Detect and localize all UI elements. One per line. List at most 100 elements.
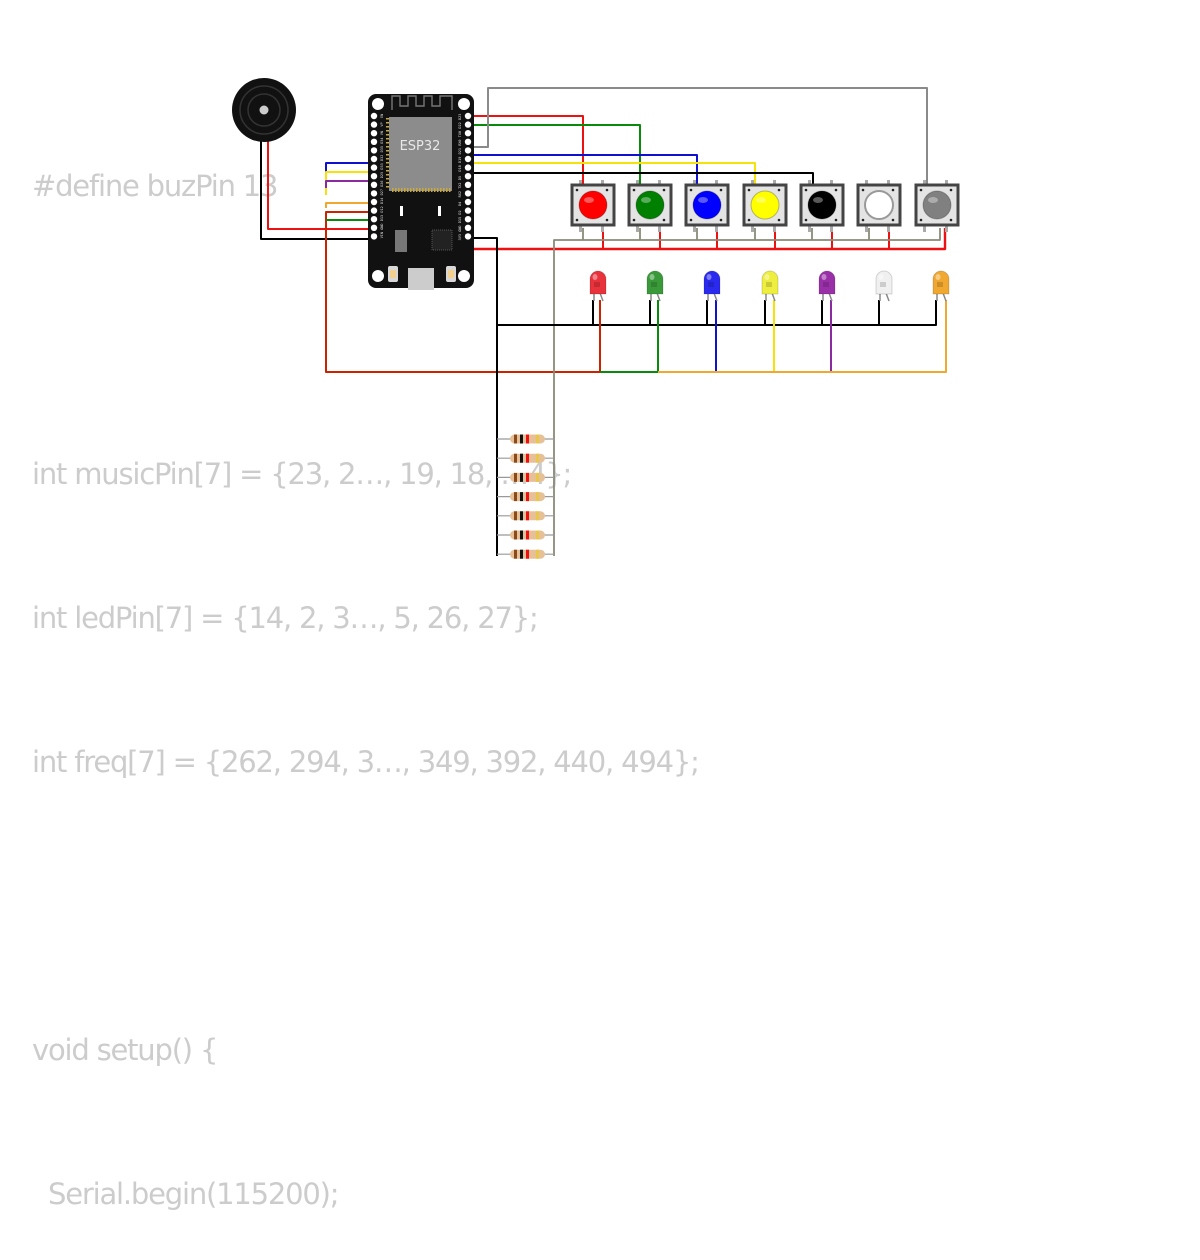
pushbutton-red[interactable] [570,180,616,232]
pin-right-D4[interactable] [464,198,472,206]
pin-left-D12[interactable] [370,207,378,214]
pin-left-VIN[interactable] [370,233,378,240]
button-cap[interactable] [807,190,837,220]
button-leg [773,224,776,232]
button-cap[interactable] [922,190,952,220]
pin-left-D27[interactable] [370,190,378,197]
resistor[interactable] [497,530,554,540]
pin-left-VP[interactable] [370,121,378,128]
button-corner [949,188,953,192]
pin-label: D15 [458,217,462,223]
button-corner [632,188,636,192]
resistor-band [514,549,517,559]
button-leg [751,224,754,232]
pin-right-D23[interactable] [464,112,472,120]
pin-right-D21[interactable] [464,147,472,154]
button-corner [575,188,579,192]
module-pad [386,146,389,148]
led-white[interactable] [875,270,893,302]
pushbutton-green[interactable] [627,180,673,232]
pin-left-D14[interactable] [370,198,378,206]
button-corner [662,218,666,222]
button-leg [945,224,948,232]
resistor-band [526,434,529,444]
resistor-band [536,511,539,521]
pin-left-D35[interactable] [370,147,378,154]
resistor-band [536,453,539,463]
button-cap[interactable] [578,190,608,220]
button-cap[interactable] [635,190,665,220]
pin-label: D32 [380,155,384,161]
wire [470,87,928,185]
pin-left-D26[interactable] [370,181,378,188]
pin-label: D34 [380,137,384,143]
pin-left-D33[interactable] [370,164,378,171]
module-pad [386,166,389,168]
button-corner [834,188,838,192]
led-shine [935,274,941,280]
pushbutton-black[interactable] [799,180,845,232]
pin-right-D19[interactable] [464,155,472,163]
pin-label: TX0 [458,131,462,137]
module-pad [386,118,389,120]
pushbutton-blue[interactable] [684,180,730,232]
button-corner [804,188,808,192]
button-cap[interactable] [864,190,894,220]
button-cap[interactable] [692,190,722,220]
resistor[interactable] [497,492,554,502]
resistor-band [520,453,523,463]
resistor[interactable] [497,472,554,482]
module-pad [449,188,451,192]
code-line: Serial.begin(115200); [32,1177,339,1211]
led-red[interactable] [589,270,607,302]
pin-left-D25[interactable] [370,173,378,180]
pushbutton-yellow[interactable] [742,180,788,232]
resistor[interactable] [497,511,554,521]
pin-label: VN [380,131,384,135]
pin-right-D22[interactable] [464,121,472,128]
wire [325,202,372,208]
buzzer[interactable] [232,78,296,142]
pin-left-EN[interactable] [370,112,378,120]
button-shine [584,197,594,203]
led-blue[interactable] [703,270,721,302]
pin-right-RX0[interactable] [464,138,472,145]
button-leg [636,224,639,232]
resistor[interactable] [497,453,554,463]
resistor[interactable] [497,434,554,444]
pushbutton-gray[interactable] [914,180,960,232]
wire [470,124,641,185]
pin-right-D18[interactable] [464,164,472,171]
pushbutton-white[interactable] [856,180,902,232]
button-corner [719,218,723,222]
pin-right-TX0[interactable] [464,130,472,137]
pin-left-D34[interactable] [370,138,378,145]
pin-right-D15[interactable] [464,216,472,223]
pin-left-VN[interactable] [370,130,378,137]
resistor[interactable] [497,549,554,559]
button-shine [813,197,823,203]
resistor-band [514,492,517,502]
button-leg [887,224,890,232]
wire [470,237,498,556]
pin-right-RX2[interactable] [464,190,472,197]
pin-right-D2[interactable] [464,207,472,214]
module-pad [386,178,389,180]
pin-left-D13[interactable] [370,216,378,223]
led-green[interactable] [646,270,664,302]
pin-left-GND[interactable] [370,224,378,231]
led-orange[interactable] [932,270,950,302]
pin-right-3V3[interactable] [464,233,472,240]
pin-right-GND[interactable] [464,224,472,231]
wire [658,300,947,373]
code-line: #define buzPin 13 [32,169,278,203]
led-yellow[interactable] [761,270,779,302]
led-purple[interactable] [818,270,836,302]
button-cap[interactable] [750,190,780,220]
pin-right-TX2[interactable] [464,181,472,188]
pin-left-D32[interactable] [370,155,378,163]
module-pad [398,188,400,192]
module-pad [386,134,389,136]
pin-right-D5[interactable] [464,173,472,180]
